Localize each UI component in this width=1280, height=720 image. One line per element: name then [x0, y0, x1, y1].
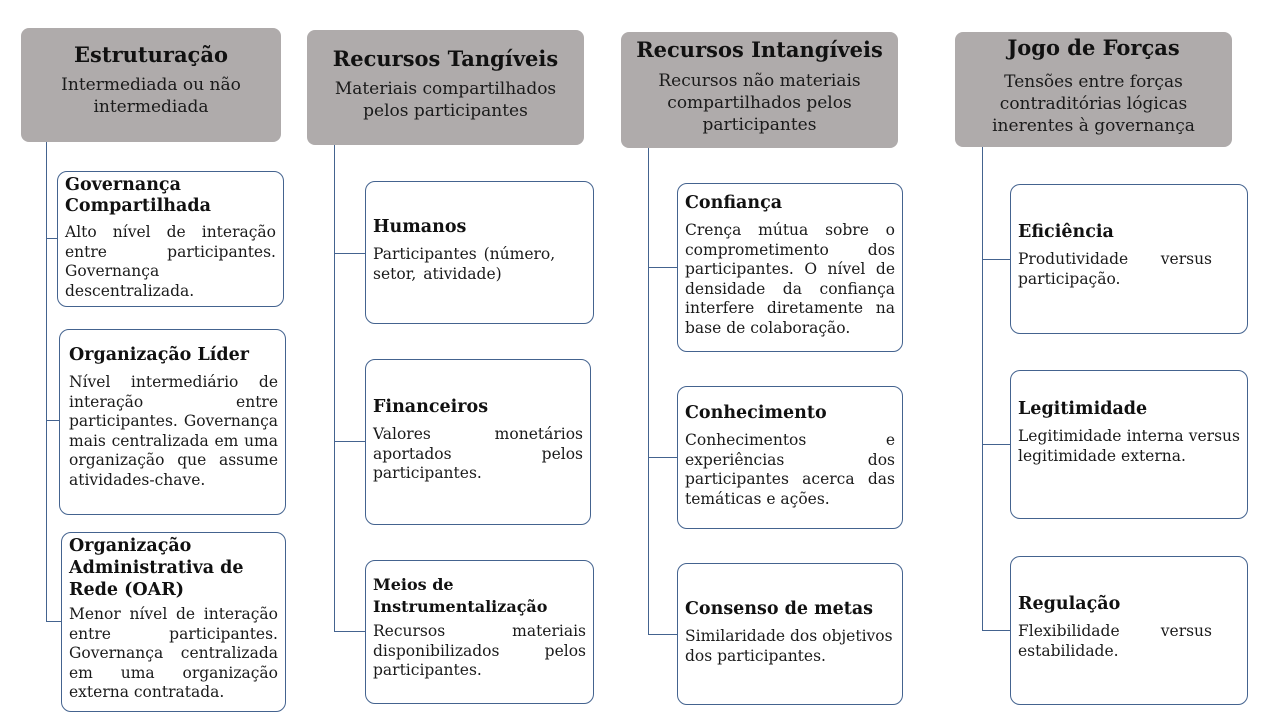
node-governanca-compartilhada: Governança Compartilhada Alto nível de i… — [57, 171, 284, 307]
node-title: Legitimidade — [1018, 399, 1148, 419]
node-title: Governança Compartilhada — [65, 175, 211, 216]
connector-line — [46, 420, 59, 421]
node-title: Regulação — [1018, 594, 1121, 614]
connector-line — [46, 238, 57, 239]
node-legitimidade: Legitimidade Legitimidade interna versus… — [1010, 370, 1248, 519]
node-description: Recursos materiais disponibilizados pelo… — [373, 622, 586, 679]
connector-line — [46, 621, 61, 622]
node-oar: Organização Administrativa de Rede (OAR)… — [61, 532, 286, 712]
node-description: Alto nível de interação entre participan… — [65, 223, 276, 300]
node-title: Consenso de metas — [685, 599, 874, 619]
node-title: Organização Líder — [69, 345, 249, 365]
header-subtitle: Tensões entre forças contraditórias lógi… — [992, 72, 1195, 136]
header-estruturacao: Estruturação Intermediada ou não interme… — [21, 28, 281, 142]
header-subtitle: Recursos não materiais compartilhados pe… — [658, 71, 861, 135]
node-conhecimento: Conhecimento Conhecimentos e experiência… — [677, 386, 903, 529]
node-description: Menor nível de interação entre participa… — [69, 605, 278, 701]
node-eficiencia: Eficiência Produtividade versus particip… — [1010, 184, 1248, 334]
header-title: Recursos Intangíveis — [636, 37, 883, 62]
connector-line — [648, 148, 649, 635]
connector-line — [982, 444, 1010, 445]
connector-line — [982, 630, 1010, 631]
node-description: Conhecimentos e experiências dos partici… — [685, 431, 895, 508]
connector-line — [334, 253, 365, 254]
node-description: Legitimidade interna versus legitimidade… — [1018, 427, 1240, 465]
node-title: Humanos — [373, 217, 467, 237]
node-humanos: Humanos Participantes (número, setor, at… — [365, 181, 594, 324]
node-description: Crença mútua sobre o comprometimento dos… — [685, 221, 895, 337]
node-description: Flexibilidade versus estabilidade. — [1018, 622, 1212, 660]
node-description: Similaridade dos objetivos dos participa… — [685, 627, 893, 665]
header-recursos-tangiveis: Recursos Tangíveis Materiais compartilha… — [307, 30, 584, 145]
node-regulacao: Regulação Flexibilidade versus estabilid… — [1010, 556, 1248, 705]
node-title: Meios de Instrumentalização — [373, 575, 548, 616]
node-title: Confiança — [685, 193, 783, 213]
header-subtitle: Intermediada ou não intermediada — [61, 75, 241, 117]
node-description: Produtividade versus participação. — [1018, 250, 1212, 288]
header-subtitle: Materiais compartilhados pelos participa… — [334, 79, 557, 121]
connector-line — [648, 267, 677, 268]
connector-line — [334, 441, 365, 442]
connector-line — [648, 457, 677, 458]
node-title: Eficiência — [1018, 222, 1114, 242]
node-organizacao-lider: Organização Líder Nível intermediário de… — [59, 329, 286, 515]
header-title: Estruturação — [74, 42, 228, 67]
connector-line — [334, 631, 365, 632]
header-title: Jogo de Forças — [1007, 35, 1180, 60]
header-jogo-de-forcas: Jogo de Forças Tensões entre forças cont… — [955, 32, 1232, 147]
connector-line — [982, 147, 983, 630]
node-description: Valores monetários aportados pelos parti… — [373, 425, 583, 482]
node-meios-instrumentalizacao: Meios de Instrumentalização Recursos mat… — [365, 560, 594, 704]
node-confianca: Confiança Crença mútua sobre o compromet… — [677, 183, 903, 352]
node-title: Conhecimento — [685, 403, 827, 423]
node-financeiros: Financeiros Valores monetários aportados… — [365, 359, 591, 525]
connector-line — [648, 634, 677, 635]
node-title: Organização Administrativa de Rede (OAR) — [69, 536, 244, 600]
connector-line — [982, 259, 1010, 260]
connector-line — [334, 145, 335, 631]
node-title: Financeiros — [373, 397, 489, 417]
node-description: Nível intermediário de interação entre p… — [69, 373, 278, 489]
header-title: Recursos Tangíveis — [332, 46, 559, 71]
header-recursos-intangiveis: Recursos Intangíveis Recursos não materi… — [621, 32, 898, 148]
node-consenso-de-metas: Consenso de metas Similaridade dos objet… — [677, 563, 903, 705]
node-description: Participantes (número, setor, atividade) — [373, 245, 556, 283]
connector-line — [46, 142, 47, 622]
